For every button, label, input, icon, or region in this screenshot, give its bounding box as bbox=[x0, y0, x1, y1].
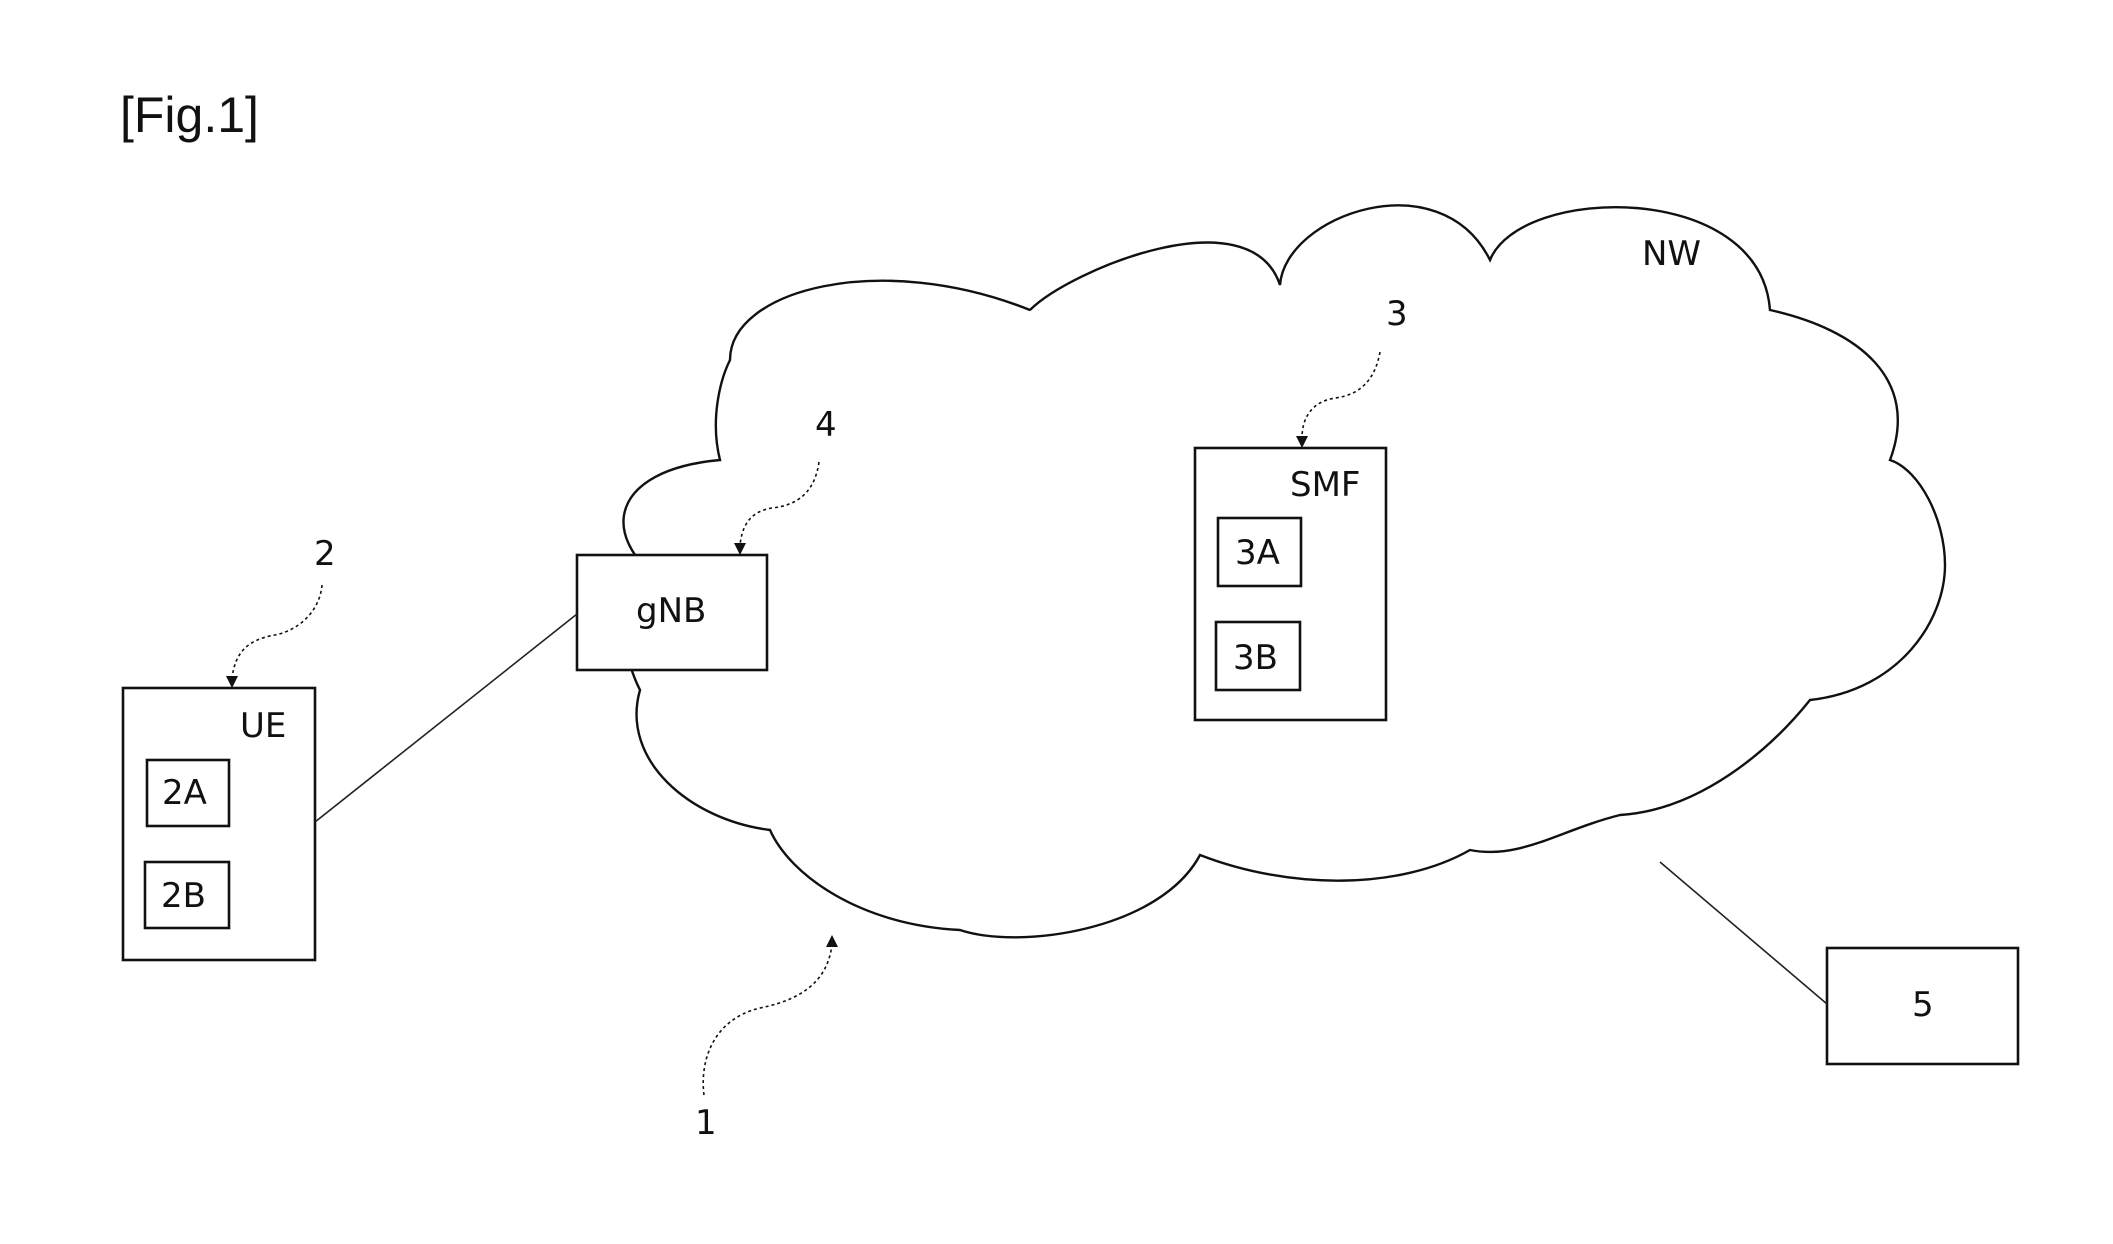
network-label: NW bbox=[1642, 234, 1701, 274]
ue-component-2b-label: 2B bbox=[161, 876, 206, 916]
ue-box: UE 2A 2B bbox=[121, 686, 317, 962]
smf-label: SMF bbox=[1290, 465, 1360, 505]
network-external-link bbox=[1659, 861, 1828, 1005]
ue-leader-arrowhead bbox=[226, 676, 238, 688]
smf-leader bbox=[1301, 351, 1381, 439]
gnb-reference-number: 4 bbox=[815, 405, 837, 445]
ue-gnb-link bbox=[314, 613, 578, 823]
network-leader bbox=[702, 944, 833, 1096]
smf-leader-arrowhead bbox=[1296, 436, 1308, 448]
smf-component-3a-label: 3A bbox=[1235, 533, 1280, 573]
ue-leader bbox=[231, 584, 323, 679]
smf-reference-number: 3 bbox=[1386, 294, 1408, 334]
gnb-leader-arrowhead bbox=[734, 543, 746, 555]
gnb-leader bbox=[739, 461, 820, 546]
smf-component-3b bbox=[1214, 620, 1302, 692]
external-label: 5 bbox=[1912, 985, 1934, 1025]
figure-title: [Fig.1] bbox=[120, 87, 259, 143]
network-leader-arrowhead bbox=[826, 935, 838, 947]
gnb-label: gNB bbox=[636, 591, 706, 631]
ue-label: UE bbox=[240, 706, 286, 746]
ue-component-2a bbox=[145, 758, 231, 828]
gnb-box: gNB bbox=[575, 553, 769, 672]
ue-component-2a-label: 2A bbox=[162, 773, 207, 813]
network-cloud bbox=[622, 204, 1947, 939]
network-reference-number: 1 bbox=[695, 1103, 717, 1143]
ue-reference-number: 2 bbox=[314, 534, 336, 574]
smf-component-3a bbox=[1216, 516, 1303, 588]
ue-component-2b bbox=[143, 860, 231, 930]
external-box: 5 bbox=[1825, 946, 2020, 1066]
smf-component-3b-label: 3B bbox=[1233, 638, 1278, 678]
smf-box: SMF 3A 3B bbox=[1193, 446, 1388, 722]
